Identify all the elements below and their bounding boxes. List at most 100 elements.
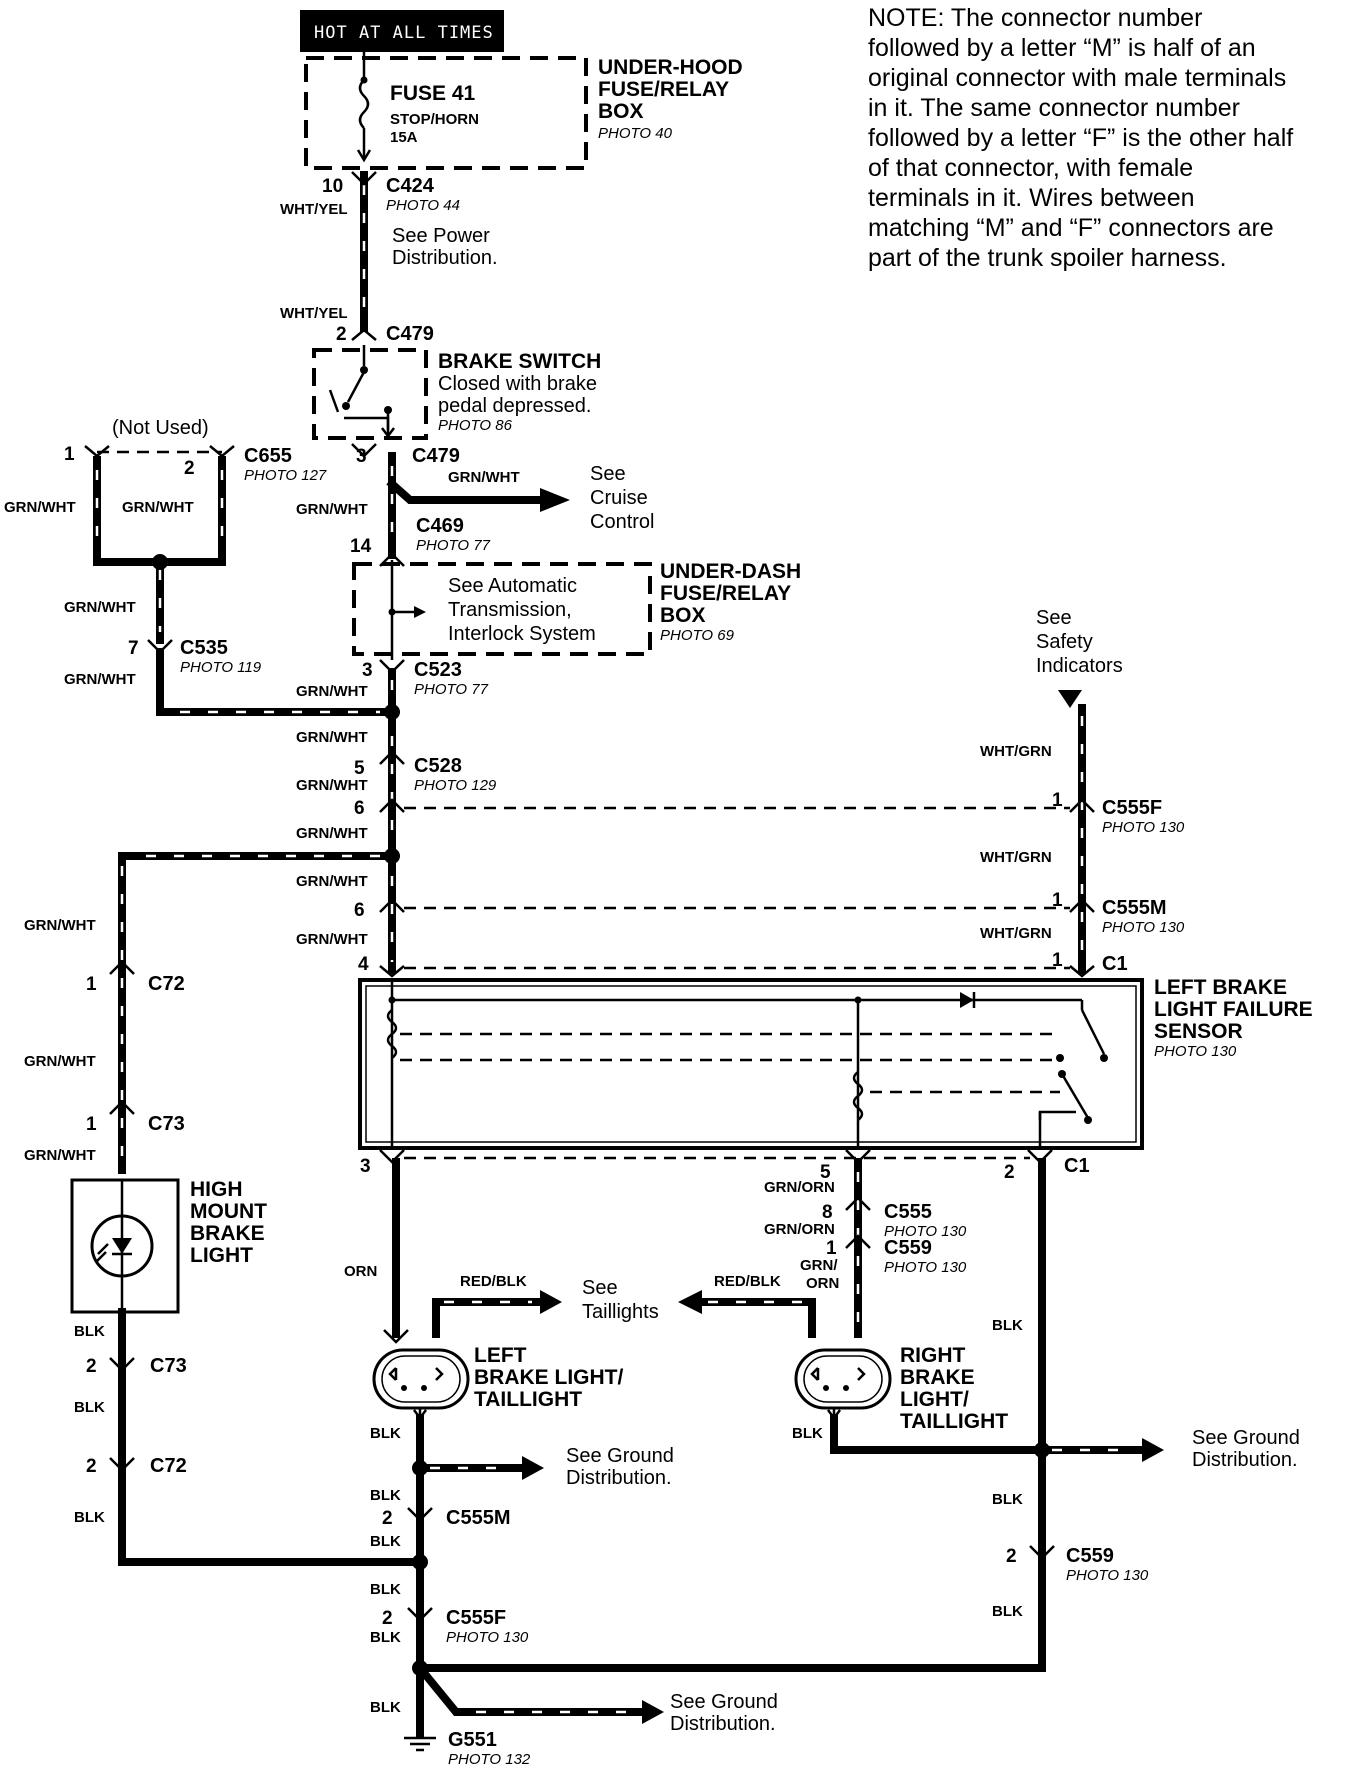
svg-text:part of the trunk spoiler harn: part of the trunk spoiler harness.: [868, 244, 1227, 272]
svg-text:of that connector, with female: of that connector, with female: [868, 154, 1193, 182]
svg-text:8: 8: [822, 1202, 833, 1223]
svg-text:BLK: BLK: [370, 1581, 401, 1598]
c528-connector: [379, 750, 405, 765]
note: NOTE: The connector number followed by a…: [868, 4, 1293, 272]
svg-text:PHOTO 130: PHOTO 130: [1102, 819, 1185, 836]
svg-text:Safety: Safety: [1036, 631, 1093, 653]
svg-text:2: 2: [1004, 1162, 1015, 1183]
svg-text:RED/BLK: RED/BLK: [460, 1273, 527, 1290]
svg-text:GRN/WHT: GRN/WHT: [64, 599, 136, 616]
c73-bottom-connector: [109, 1357, 135, 1372]
high-mount-bulb-icon: [90, 1214, 154, 1278]
svg-text:1: 1: [1052, 790, 1063, 811]
svg-text:GRN/WHT: GRN/WHT: [64, 671, 136, 688]
ground-arrow-left: [522, 1456, 544, 1480]
svg-text:NOTE: The connector number: NOTE: The connector number: [868, 4, 1202, 32]
under-dash-box: [352, 562, 652, 656]
c559-bottom-connector: [1029, 1545, 1055, 1560]
svg-text:Transmission,: Transmission,: [448, 599, 572, 621]
svg-text:PHOTO 130: PHOTO 130: [1154, 1043, 1237, 1060]
svg-text:GRN/WHT: GRN/WHT: [296, 777, 368, 794]
svg-text:PHOTO 119: PHOTO 119: [180, 659, 262, 676]
svg-text:2: 2: [1006, 1546, 1017, 1567]
svg-text:1: 1: [64, 444, 75, 465]
svg-text:Interlock System: Interlock System: [448, 623, 596, 645]
svg-text:RED/BLK: RED/BLK: [714, 1273, 781, 1290]
svg-text:2: 2: [86, 1356, 97, 1377]
left-brake-light: [372, 1348, 470, 1410]
sensor-coil-left: [386, 1009, 398, 1059]
svg-text:PHOTO 127: PHOTO 127: [244, 467, 327, 484]
svg-text:BLK: BLK: [74, 1323, 105, 1340]
c73-top-connector: [109, 1100, 135, 1115]
svg-text:PHOTO 86: PHOTO 86: [438, 417, 513, 434]
svg-text:C655: C655: [244, 445, 292, 467]
brake-switch-title: BRAKE SWITCH: [438, 350, 601, 373]
ground-arrow-bottom: [642, 1700, 664, 1724]
svg-text:GRN/WHT: GRN/WHT: [24, 1147, 96, 1164]
under-hood-label-3: BOX: [598, 100, 644, 123]
svg-text:C73: C73: [148, 1113, 185, 1135]
hot-label-box: [300, 10, 504, 52]
svg-text:4: 4: [358, 954, 369, 975]
svg-text:See: See: [1036, 607, 1072, 629]
svg-text:2: 2: [382, 1608, 393, 1629]
c555f-bottom-connector: [407, 1607, 433, 1622]
svg-text:1: 1: [826, 1238, 837, 1259]
svg-text:C555F: C555F: [446, 1607, 506, 1629]
c479-connector-top: [351, 328, 377, 341]
svg-text:C528: C528: [414, 755, 462, 777]
fuse-circuit: STOP/HORN: [390, 111, 479, 128]
svg-text:BOX: BOX: [660, 604, 706, 627]
brake-switch-contact: [346, 371, 366, 403]
svg-text:(Not Used): (Not Used): [112, 417, 209, 439]
ground-arrow-right: [1142, 1438, 1164, 1462]
svg-text:original connector with male t: original connector with male terminals: [868, 64, 1286, 92]
svg-text:GRN/WHT: GRN/WHT: [296, 873, 368, 890]
fuse-rating: 15A: [390, 129, 418, 146]
svg-text:C535: C535: [180, 637, 228, 659]
svg-text:WHT/GRN: WHT/GRN: [980, 849, 1052, 866]
svg-text:See Automatic: See Automatic: [448, 575, 577, 597]
svg-text:terminals in it. Wires between: terminals in it. Wires between: [868, 184, 1195, 212]
svg-text:WHT/GRN: WHT/GRN: [980, 925, 1052, 942]
svg-text:in it. The same connector numb: in it. The same connector number: [868, 94, 1240, 122]
svg-text:UNDER-DASH: UNDER-DASH: [660, 560, 801, 583]
svg-text:C555M: C555M: [446, 1507, 510, 1529]
right-brake-light: [794, 1348, 892, 1410]
svg-text:BLK: BLK: [992, 1491, 1023, 1508]
svg-text:RIGHT: RIGHT: [900, 1344, 966, 1367]
svg-text:TAILLIGHT: TAILLIGHT: [474, 1388, 582, 1411]
svg-text:C73: C73: [150, 1355, 187, 1377]
c555f-top-label: C555F: [1102, 797, 1162, 819]
svg-text:BLK: BLK: [370, 1699, 401, 1716]
svg-text:GRN/WHT: GRN/WHT: [296, 729, 368, 746]
svg-text:C72: C72: [150, 1455, 187, 1477]
svg-text:HIGH: HIGH: [190, 1178, 243, 1201]
svg-text:WHT/YEL: WHT/YEL: [280, 305, 348, 322]
svg-text:BLK: BLK: [370, 1487, 401, 1504]
hot-label: HOT AT ALL TIMES: [314, 23, 494, 43]
svg-text:PHOTO 130: PHOTO 130: [446, 1629, 529, 1646]
svg-text:pedal depressed.: pedal depressed.: [438, 395, 591, 417]
c424-label: C424: [386, 175, 435, 197]
ground-symbol-icon: [404, 1736, 436, 1752]
svg-text:PHOTO 130: PHOTO 130: [884, 1223, 967, 1240]
sensor-switch-2: [1060, 1073, 1090, 1119]
svg-text:LEFT BRAKE: LEFT BRAKE: [1154, 976, 1287, 999]
svg-text:Distribution.: Distribution.: [1192, 1449, 1298, 1471]
svg-text:1: 1: [1052, 950, 1063, 971]
svg-text:GRN/WHT: GRN/WHT: [296, 501, 368, 518]
svg-text:Indicators: Indicators: [1036, 655, 1123, 677]
svg-text:PHOTO 77: PHOTO 77: [414, 681, 489, 698]
c1-bottom-label: C1: [1064, 1155, 1090, 1177]
svg-text:GRN/WHT: GRN/WHT: [296, 931, 368, 948]
svg-text:PHOTO 132: PHOTO 132: [448, 1751, 531, 1768]
svg-text:PHOTO 130: PHOTO 130: [1102, 919, 1185, 936]
svg-text:C559: C559: [884, 1237, 932, 1259]
c72-bottom-connector: [109, 1457, 135, 1472]
c479-connector-bottom: [351, 443, 377, 458]
svg-text:See: See: [590, 463, 626, 485]
svg-text:BRAKE: BRAKE: [900, 1366, 975, 1389]
svg-text:LEFT: LEFT: [474, 1344, 527, 1367]
